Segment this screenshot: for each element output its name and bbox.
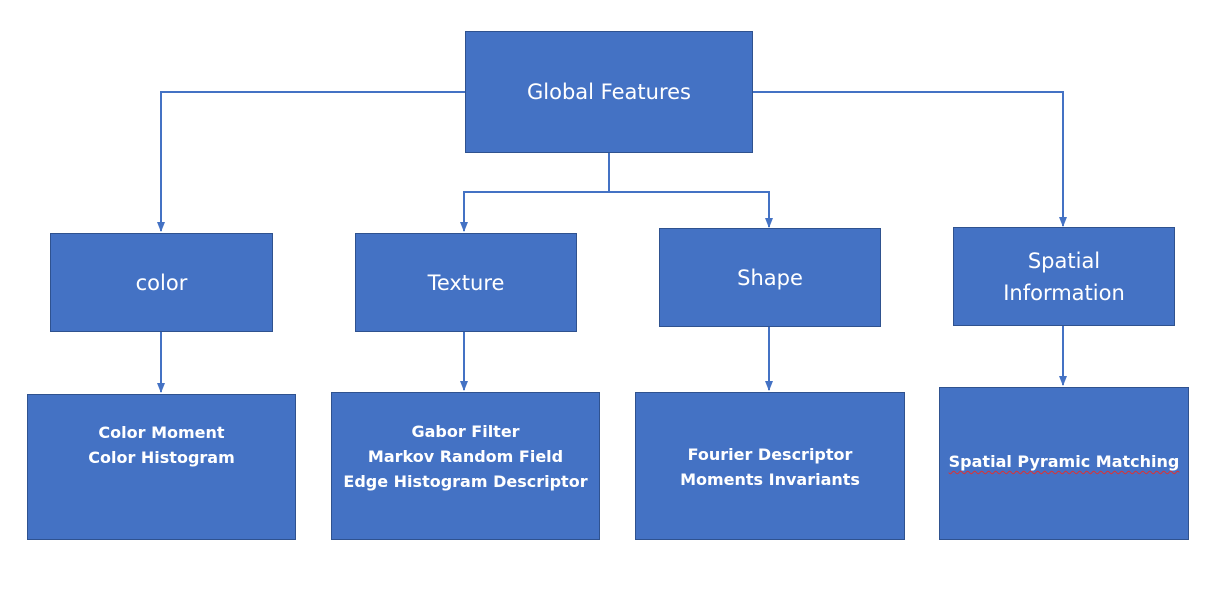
connector-root-texture	[460, 152, 610, 232]
detail-texture: Gabor Filter Markov Random Field Edge Hi…	[331, 392, 600, 540]
node-texture-label: Texture	[427, 270, 505, 295]
node-shape: Shape	[659, 228, 881, 327]
node-shape-label: Shape	[737, 265, 803, 290]
detail-shape-line-1: Fourier Descriptor	[687, 445, 853, 464]
node-texture: Texture	[355, 233, 577, 332]
connector-root-shape	[609, 191, 773, 228]
node-color: color	[50, 233, 273, 332]
node-spatial-information: Spatial Information	[953, 227, 1175, 326]
detail-texture-line-3: Edge Histogram Descriptor	[343, 472, 588, 491]
node-spatial-information-line-1: Spatial	[1027, 248, 1101, 273]
detail-texture-line-2: Markov Random Field	[367, 447, 564, 466]
node-spatial-information-line-2: Information	[1003, 280, 1125, 305]
detail-texture-line-1: Gabor Filter	[411, 422, 520, 441]
detail-color-line-1: Color Moment	[98, 423, 225, 442]
node-global-features-label: Global Features	[527, 80, 691, 104]
detail-color-line-2: Color Histogram	[88, 448, 235, 467]
detail-color: Color Moment Color Histogram	[27, 394, 296, 540]
detail-shape-line-2: Moments Invariants	[680, 470, 860, 489]
connector-root-spatial	[752, 91, 1067, 227]
connector-root-color	[157, 91, 466, 232]
detail-spatial-line-1: Spatial Pyramic Matching	[948, 452, 1180, 471]
node-global-features: Global Features	[465, 31, 753, 153]
detail-shape: Fourier Descriptor Moments Invariants	[635, 392, 905, 540]
detail-spatial: Spatial Pyramic Matching	[939, 387, 1189, 540]
node-color-label: color	[135, 270, 188, 295]
